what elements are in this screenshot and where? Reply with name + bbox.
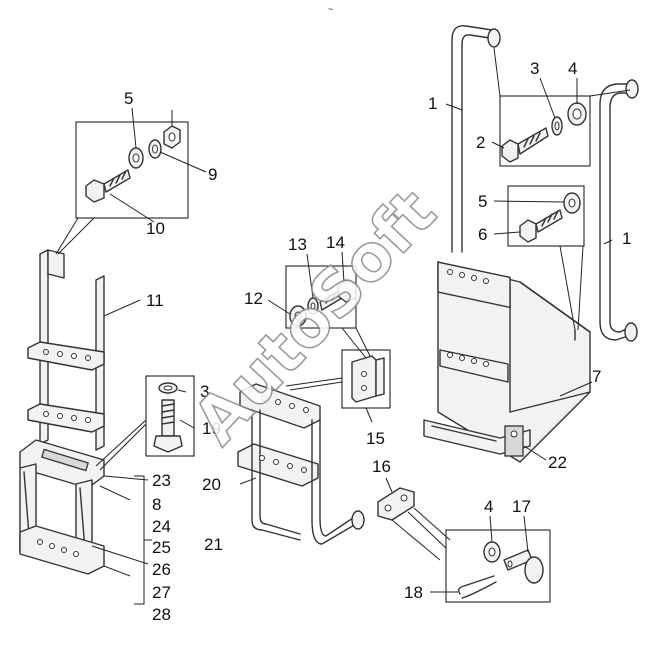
nut-part [163,125,181,149]
callout-1-right: 1 [622,229,631,248]
callout-8: 8 [152,495,161,514]
step-assembly-part-21 [19,439,105,575]
callout-11: 11 [146,291,164,310]
callout-4-lower: 4 [484,497,493,516]
callout-14: 14 [326,233,345,252]
pin-part-17 [503,549,544,584]
callout-frame-bolts-5-6 [507,185,585,247]
callout-10: 10 [146,219,165,238]
callout-12: 12 [244,289,263,308]
washer-part-5-right [563,192,581,214]
washer-part-4-upper [567,102,587,126]
bolt-part-10 [85,169,131,203]
step-box-part-7 [423,261,591,463]
callout-17: 17 [512,497,531,516]
callout-frame-bolts-3-19 [145,375,195,457]
callout-22: 22 [548,453,567,472]
washer-part-3 [551,116,563,136]
callout-3-top: 3 [530,59,539,78]
bolt-part-2 [501,127,549,163]
washer-part-12 [289,305,307,327]
callout-23: 23 [152,471,171,490]
callout-18: 18 [404,583,423,602]
washer-part-4-lower [483,541,501,563]
callout-frame-bolts-2-3-4 [499,95,591,167]
callout-numbers: 1 1 2 3 4 5 6 7 22 5 9 10 11 13 14 12 15… [124,59,631,624]
callout-frame-bolts-5-9-10 [75,121,189,219]
washer-part-3-left [158,382,178,394]
callout-21: 21 [204,535,223,554]
handrail-left-part-1 [451,25,501,253]
callout-2: 2 [476,133,485,152]
callout-7: 7 [592,367,601,386]
callout-1-left: 1 [428,94,437,113]
callout-26: 26 [152,560,171,579]
callout-27: 27 [152,583,171,602]
callout-frame-pin-4-17-18 [445,529,551,603]
clamp-part-16 [377,487,415,521]
callout-6: 6 [478,225,487,244]
callout-28: 28 [152,605,171,624]
washer-part-9 [148,139,162,159]
callout-20: 20 [202,475,221,494]
callout-13: 13 [288,235,307,254]
ladder-part-11 [27,249,105,451]
bolt-part-6 [519,209,563,243]
bolt-part-19 [153,399,183,453]
callout-25: 25 [152,538,171,557]
callout-5-right: 5 [478,192,487,211]
washer-part-5-left [128,147,144,169]
handrail-right-part-1 [599,79,639,342]
callout-24: 24 [152,517,171,536]
callout-16: 16 [372,457,391,476]
callout-5-left: 5 [124,89,133,108]
ladder-part-20 [237,383,365,545]
callout-19: 19 [202,419,221,438]
bolt-part-14 [319,279,357,311]
callout-9: 9 [208,165,217,184]
callout-3-left: 3 [200,382,209,401]
top-mark: ~ [328,4,333,14]
cotter-pin-part-18 [457,575,497,599]
bracket-part-15 [351,355,385,403]
leader-lines [55,47,631,605]
callout-4-top: 4 [568,59,577,78]
callout-15: 15 [366,429,385,448]
